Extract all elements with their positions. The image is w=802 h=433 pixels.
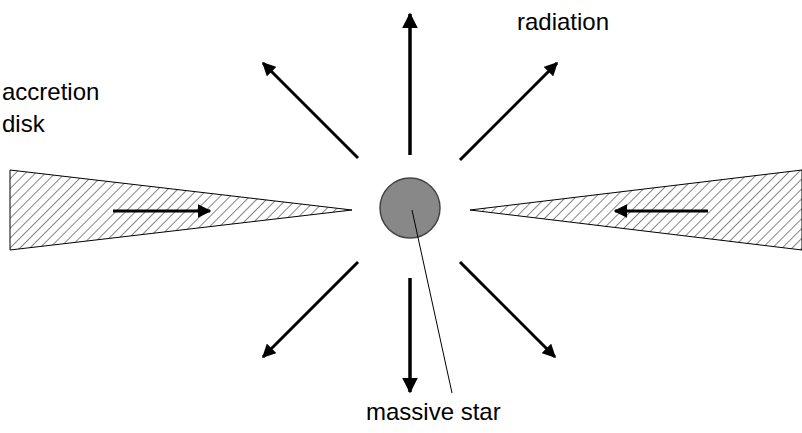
inflow-arrow: [113, 210, 210, 213]
leader-line: [412, 210, 452, 393]
radiation-arrow: [263, 63, 358, 158]
star-label: massive star: [366, 396, 501, 428]
radiation-arrow: [408, 278, 412, 392]
star-circle: [380, 178, 440, 238]
radiation-arrow: [408, 14, 412, 155]
radiation-arrow: [460, 63, 557, 160]
inflow-arrow: [615, 210, 708, 213]
radiation-arrow: [460, 262, 555, 357]
disk-wedge: [470, 170, 802, 250]
radiation-arrow: [263, 262, 358, 357]
disk-wedge: [10, 170, 352, 250]
radiation-label: radiation: [517, 6, 609, 38]
disk-label: accretion disk: [2, 76, 120, 141]
